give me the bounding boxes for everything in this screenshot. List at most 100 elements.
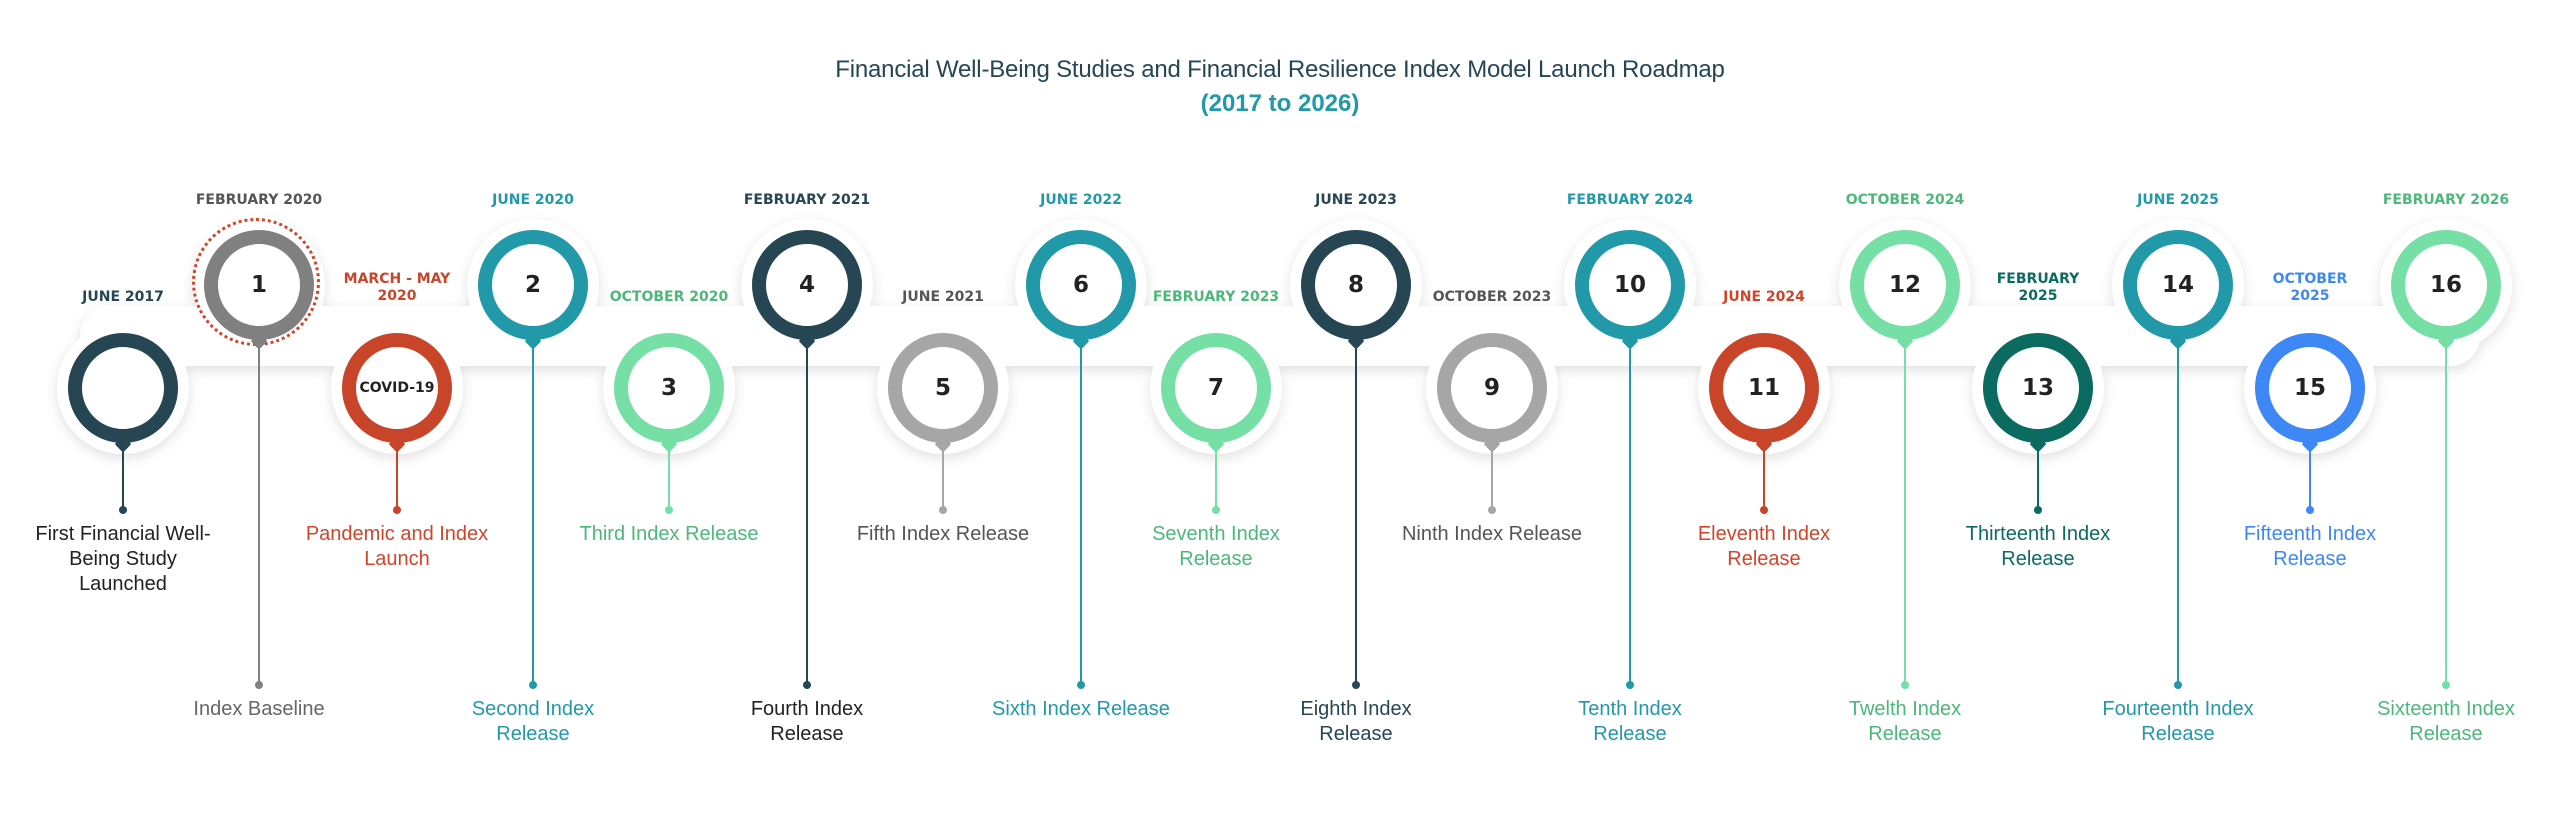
milestone-date: FEBRUARY 2023: [1152, 289, 1280, 305]
milestone-number: 12: [1888, 272, 1921, 298]
milestone-label: Eleventh Index Release: [1697, 523, 1831, 570]
milestone-number: 13: [2021, 375, 2054, 401]
milestone-ring[interactable]: 15: [2255, 333, 2365, 443]
milestone-label: Fourth Index Release: [750, 698, 864, 745]
milestone-date: JUNE 2025: [2137, 192, 2219, 208]
connector-dot: [119, 506, 127, 514]
connector-dot: [1488, 506, 1496, 514]
connector-line: [1763, 446, 1765, 510]
connector-dot: [1212, 506, 1220, 514]
milestone-ring[interactable]: 16: [2391, 230, 2501, 340]
milestone-date: OCTOBER 2020: [609, 289, 729, 305]
milestone-date: JUNE 2023: [1315, 192, 1397, 208]
connector-line: [122, 446, 124, 510]
connector-dot: [1901, 681, 1909, 689]
milestone-ring[interactable]: 2: [478, 230, 588, 340]
milestone-number: 2: [524, 272, 541, 298]
milestone-date: FEBRUARY 2026: [2382, 192, 2510, 208]
milestone-ring[interactable]: 9: [1437, 333, 1547, 443]
milestone-number: 14: [2161, 272, 2194, 298]
milestone-label: First Financial Well-Being Study Launche…: [35, 523, 211, 595]
connector-line: [1215, 446, 1217, 510]
milestone-date: OCTOBER 2025: [2272, 271, 2348, 304]
milestone-label: Eighth Index Release: [1300, 698, 1412, 745]
milestone-ring[interactable]: 14: [2123, 230, 2233, 340]
milestone-label: Fifteenth Index Release: [2243, 523, 2377, 570]
connector-line: [668, 446, 670, 510]
milestone-number: COVID-19: [359, 380, 435, 396]
milestone-label: Third Index Release: [579, 523, 759, 545]
milestone-ring[interactable]: 6: [1026, 230, 1136, 340]
connector-dot: [1352, 681, 1360, 689]
milestone-ring[interactable]: 12: [1850, 230, 1960, 340]
milestone-ring[interactable]: 1: [204, 230, 314, 340]
connector-line: [2445, 343, 2447, 685]
connector-dot: [2442, 681, 2450, 689]
milestone-date: JUNE 2024: [1723, 289, 1805, 305]
milestone-ring[interactable]: COVID-19: [342, 333, 452, 443]
milestone-number: 1: [250, 272, 267, 298]
milestone-date: JUNE 2020: [492, 192, 574, 208]
milestone-number: 9: [1483, 375, 1500, 401]
milestone-label: Sixteenth Index Release: [2377, 698, 2515, 745]
milestone-date: FEBRUARY 2021: [743, 192, 871, 208]
connector-line: [532, 343, 534, 685]
milestone-ring[interactable]: 3: [614, 333, 724, 443]
connector-line: [2309, 446, 2311, 510]
milestone-ring[interactable]: [68, 333, 178, 443]
milestone-label: Pandemic and Index Launch: [305, 523, 489, 570]
connector-dot: [393, 506, 401, 514]
connector-dot: [1626, 681, 1634, 689]
milestone-label: Second Index Release: [471, 698, 595, 745]
milestone-number: 3: [660, 375, 677, 401]
connector-line: [1629, 343, 1631, 685]
connector-line: [258, 343, 260, 685]
milestone-label: Thirteenth Index Release: [1965, 523, 2111, 570]
milestone-date: OCTOBER 2024: [1845, 192, 1965, 208]
milestone-label: Sixth Index Release: [992, 698, 1170, 720]
connector-dot: [255, 681, 263, 689]
milestone-number: 16: [2429, 272, 2462, 298]
connector-dot: [1077, 681, 1085, 689]
milestone-date: FEBRUARY 2024: [1566, 192, 1694, 208]
milestone-label: Index Baseline: [193, 698, 325, 720]
diagram-title: Financial Well-Being Studies and Financi…: [835, 56, 1725, 83]
milestone-date: JUNE 2022: [1040, 192, 1122, 208]
diagram-subtitle: (2017 to 2026): [1200, 90, 1360, 117]
connector-dot: [529, 681, 537, 689]
milestone-ring[interactable]: 10: [1575, 230, 1685, 340]
connector-line: [806, 343, 808, 685]
milestone-number: 15: [2293, 375, 2326, 401]
connector-dot: [2034, 506, 2042, 514]
milestone-number: 6: [1072, 272, 1089, 298]
connector-line: [1355, 343, 1357, 685]
milestone-ring[interactable]: 11: [1709, 333, 1819, 443]
milestone-label: Fifth Index Release: [856, 523, 1030, 545]
milestone-label: Seventh Index Release: [1152, 523, 1280, 570]
connector-line: [396, 446, 398, 510]
milestone-ring[interactable]: 7: [1161, 333, 1271, 443]
connector-dot: [803, 681, 811, 689]
milestone-label: Tenth Index Release: [1578, 698, 1682, 745]
connector-line: [1491, 446, 1493, 510]
connector-dot: [1760, 506, 1768, 514]
milestone-date: MARCH - MAY 2020: [343, 271, 451, 304]
connector-line: [942, 446, 944, 510]
milestone-ring[interactable]: 8: [1301, 230, 1411, 340]
connector-dot: [2306, 506, 2314, 514]
connector-line: [2177, 343, 2179, 685]
milestone-date: JUNE 2021: [902, 289, 984, 305]
milestone-number: 4: [798, 272, 815, 298]
milestone-number: 10: [1613, 272, 1646, 298]
milestone-number: 5: [934, 375, 951, 401]
milestone-ring[interactable]: 5: [888, 333, 998, 443]
connector-dot: [665, 506, 673, 514]
milestone-date: FEBRUARY 2025: [1996, 271, 2080, 304]
milestone-ring[interactable]: 4: [752, 230, 862, 340]
connector-line: [1904, 343, 1906, 685]
connector-dot: [2174, 681, 2182, 689]
milestone-ring[interactable]: 13: [1983, 333, 2093, 443]
connector-dot: [939, 506, 947, 514]
milestone-label: Fourteenth Index Release: [2102, 698, 2254, 745]
connector-line: [2037, 446, 2039, 510]
